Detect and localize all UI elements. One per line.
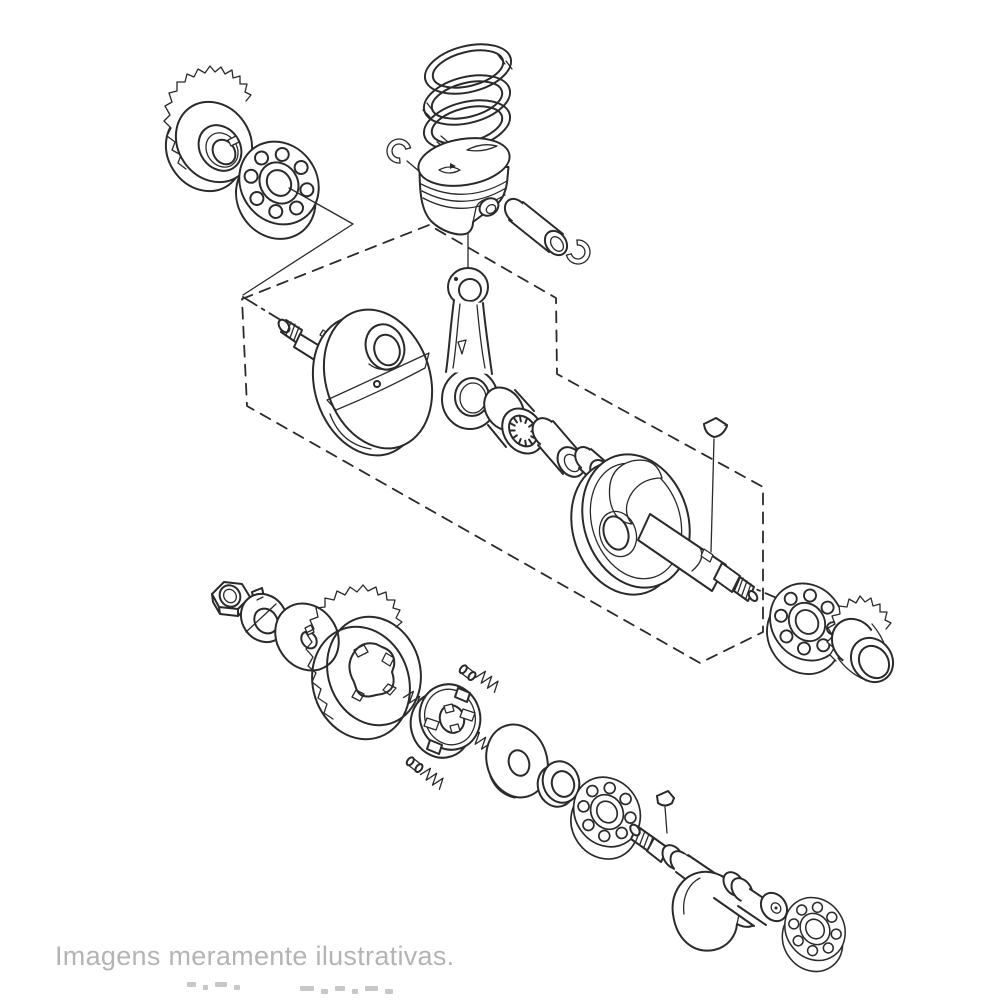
bearing-leader-line	[242, 187, 354, 296]
piston-ring-second	[422, 74, 512, 126]
thrust-washer-small	[536, 760, 581, 808]
connecting-rod	[441, 267, 499, 430]
balancer-key-leader-line	[664, 806, 668, 834]
cropped-text-fragment	[300, 986, 393, 994]
balancer-shaft-key	[656, 790, 675, 807]
shaft-nut	[211, 581, 251, 617]
watermark-text: Imagens meramente ilustrativas.	[55, 941, 455, 971]
ratchet-hub	[409, 683, 482, 759]
camshaft-drive-gear	[163, 65, 254, 193]
crankshaft-right-half	[570, 446, 759, 602]
thrust-washer-large	[485, 723, 549, 799]
crankshaft-left-half	[277, 308, 434, 457]
piston	[417, 137, 511, 236]
big-end-needle-bearing	[483, 386, 545, 455]
piston-pin-circlip-left	[386, 138, 412, 164]
cropped-text-fragment	[187, 982, 240, 990]
primary-pinion-gear	[826, 595, 895, 684]
piston-pin-circlip-right	[565, 239, 591, 265]
balancer-shaft	[629, 823, 789, 952]
crankcase-dashed-outline	[241, 224, 764, 664]
key-leader-line	[710, 438, 715, 553]
piston-pin	[503, 197, 569, 257]
piston-ring-top	[423, 43, 513, 95]
kick-idle-gear	[305, 584, 422, 741]
woodruff-key	[703, 417, 728, 438]
